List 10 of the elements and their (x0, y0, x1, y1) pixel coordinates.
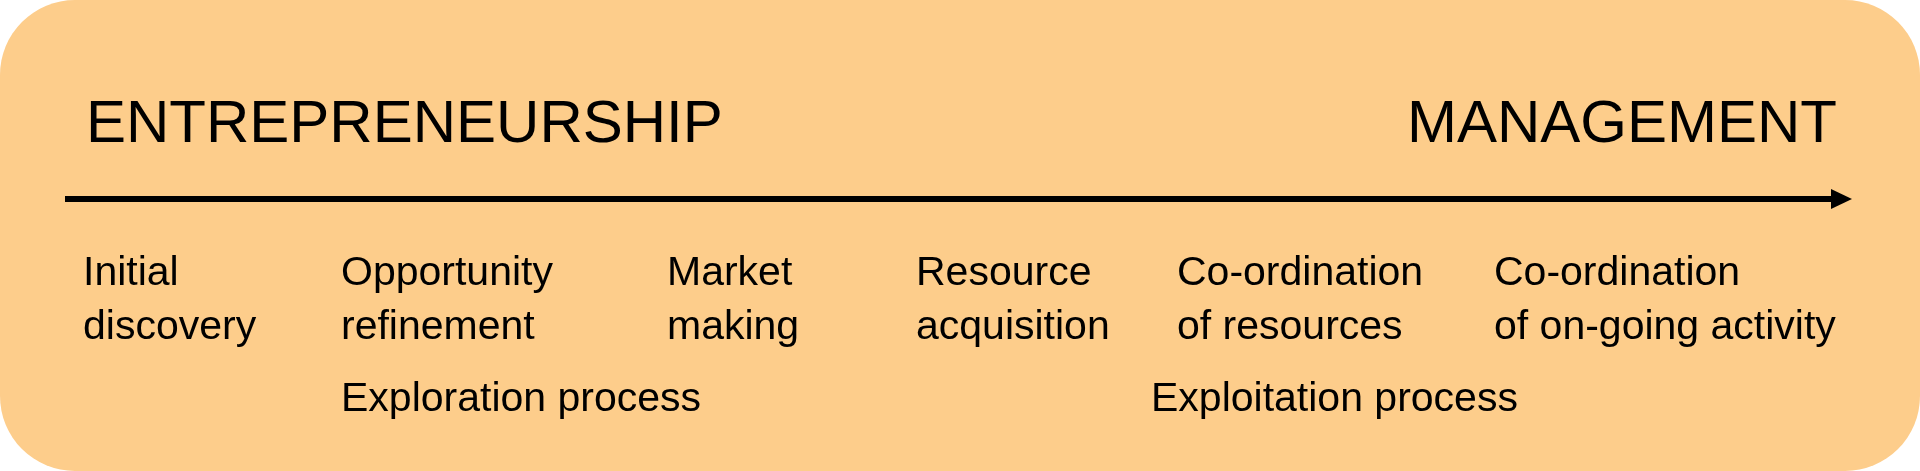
scale-end-heading: MANAGEMENT (1406, 92, 1837, 152)
stage-label: Resource acquisition (916, 247, 1110, 350)
stage-label: Co-ordination of resources (1177, 247, 1424, 350)
stage-label: Initial discovery (83, 247, 257, 350)
process-label: Exploration process (341, 373, 702, 422)
stage-label: Market making (667, 247, 800, 350)
scale-end-heading: ENTREPRENEURSHIP (86, 92, 723, 152)
stage-label: Opportunity refinement (341, 247, 553, 350)
process-label: Exploitation process (1151, 373, 1518, 422)
stage-label: Co-ordination of on-going activity (1494, 247, 1836, 350)
